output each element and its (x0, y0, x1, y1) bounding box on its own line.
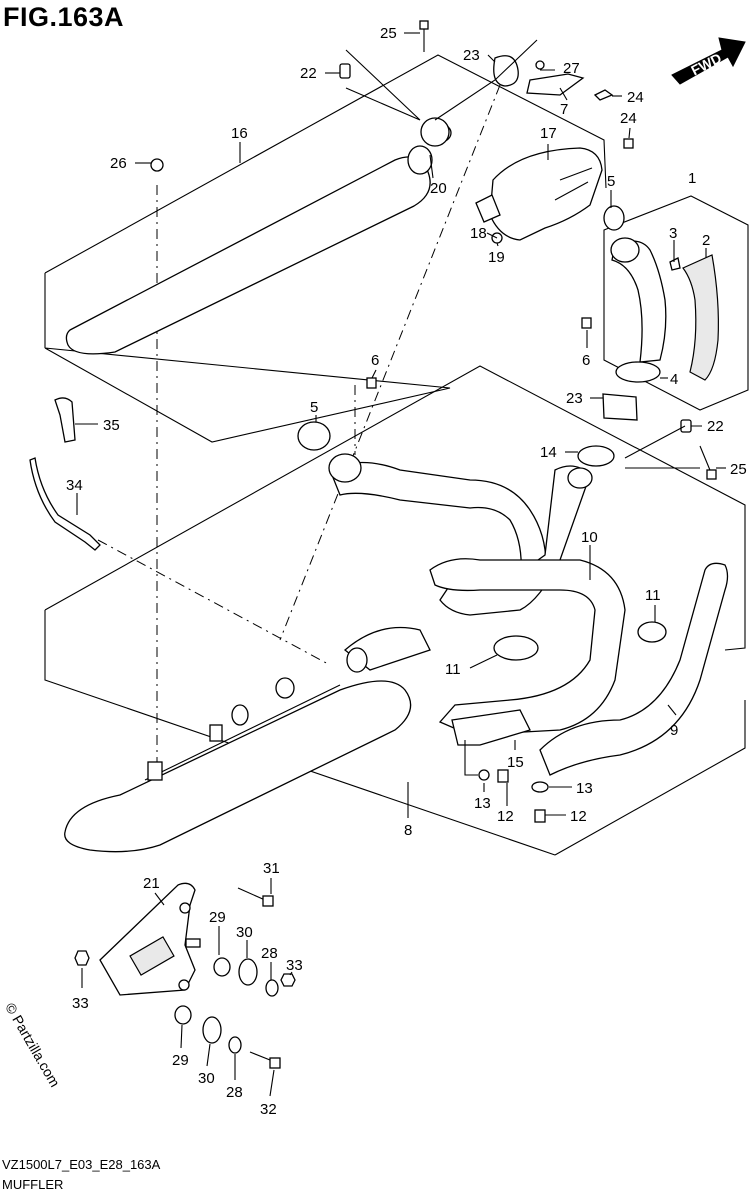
gasket-23-mid (602, 393, 638, 421)
callout-6a: 6 (582, 352, 590, 369)
callout-25a: 25 (380, 25, 397, 42)
callout-13a: 13 (474, 795, 491, 812)
bush-30a (238, 958, 258, 986)
callout-23b: 23 (566, 390, 583, 407)
bracket-21 (99, 882, 196, 996)
muffler-8-frame (44, 365, 746, 856)
bush-30b (202, 1016, 222, 1044)
collar-29b (174, 1005, 192, 1025)
washer-13b (531, 781, 549, 793)
fwd-label: FWD (688, 50, 724, 79)
callout-12a: 12 (497, 808, 514, 825)
bolt-25-top (419, 20, 429, 52)
collar-22-mid (680, 419, 692, 433)
clamp-11b (637, 621, 667, 643)
clamp-14 (577, 445, 615, 467)
bolt-6-mid (366, 377, 377, 389)
callout-23a: 23 (463, 47, 480, 64)
callout-24a: 24 (627, 89, 644, 106)
callout-31: 31 (263, 860, 280, 877)
figure-code: VZ1500L7_E03_E28_163A (2, 1157, 161, 1172)
muffler-16-frame (44, 54, 607, 443)
callout-14: 14 (540, 444, 557, 461)
collar-29a (185, 938, 231, 977)
callout-24b: 24 (620, 110, 637, 127)
washer-28a (265, 979, 279, 997)
muffler-8 (64, 626, 431, 853)
pipe-1-assembly (581, 205, 719, 383)
callout-33a: 33 (286, 957, 303, 974)
callout-5b: 5 (310, 399, 318, 416)
nut-33a (74, 950, 90, 966)
callout-9: 9 (670, 722, 678, 739)
callout-34: 34 (66, 477, 83, 494)
callout-11a: 11 (445, 661, 461, 678)
callout-3: 3 (669, 225, 677, 242)
callout-12b: 12 (570, 808, 587, 825)
nut-24b (623, 138, 634, 149)
callout-33b: 33 (72, 995, 89, 1012)
callout-22b: 22 (707, 418, 724, 435)
leader-lines (75, 32, 726, 1097)
bolt-12b (534, 809, 546, 823)
clamp-20 (420, 117, 450, 147)
callout-26: 26 (110, 155, 127, 172)
callout-6b: 6 (371, 352, 379, 369)
callout-27: 27 (563, 60, 580, 77)
nut-24a (593, 89, 614, 101)
callout-7: 7 (560, 101, 568, 118)
callout-17: 17 (540, 125, 557, 142)
callout-20: 20 (430, 180, 447, 197)
callout-16: 16 (231, 125, 248, 142)
exhaust-pipe-10 (328, 453, 626, 736)
washer-28b (228, 1036, 242, 1054)
bracket-7 (526, 73, 585, 96)
clamp-11a (493, 635, 539, 661)
callout-35: 35 (103, 417, 120, 434)
figure-name: MUFFLER (2, 1177, 64, 1192)
callout-10: 10 (581, 529, 598, 546)
gasket-5-mid (297, 421, 331, 451)
callout-11b: 11 (645, 587, 661, 604)
exhaust-pipe-9 (539, 562, 729, 776)
bolt-12a (497, 769, 509, 783)
callout-8: 8 (404, 822, 412, 839)
bracket-35 (54, 397, 76, 443)
nut-33b (280, 973, 296, 987)
callout-28a: 28 (261, 945, 278, 962)
callout-15: 15 (507, 754, 524, 771)
bolt-32 (249, 1051, 281, 1069)
callout-5a: 5 (607, 173, 615, 190)
callout-29b: 29 (172, 1052, 189, 1069)
callout-30b: 30 (198, 1070, 215, 1087)
callout-22a: 22 (300, 65, 317, 82)
callout-29a: 29 (209, 909, 226, 926)
callout-21: 21 (143, 875, 160, 892)
callout-32: 32 (260, 1101, 277, 1118)
bolt-27 (535, 60, 545, 70)
callout-1: 1 (688, 170, 696, 187)
callout-25b: 25 (730, 461, 747, 478)
fwd-arrow-icon: FWD (671, 37, 746, 85)
callout-19: 19 (488, 249, 505, 266)
figure-title: FIG.163A (3, 2, 125, 32)
callout-2: 2 (702, 232, 710, 249)
callout-labels: 25 22 23 27 7 24 24 16 17 26 20 5 1 3 2 … (66, 25, 747, 1118)
bolt-31 (237, 887, 274, 907)
heat-guard-15 (451, 709, 531, 746)
callout-18: 18 (470, 225, 487, 242)
bolt-25-mid (699, 445, 717, 480)
washer-13a (478, 769, 490, 781)
heat-shield-17 (475, 147, 603, 244)
callout-28b: 28 (226, 1084, 243, 1101)
callout-4: 4 (670, 371, 678, 388)
gasket-23-top (493, 55, 519, 87)
collar-22-top (339, 63, 351, 79)
pipe-1-frame (603, 195, 749, 411)
sensor-34 (29, 457, 101, 551)
callout-13b: 13 (576, 780, 593, 797)
callout-30a: 30 (236, 924, 253, 941)
